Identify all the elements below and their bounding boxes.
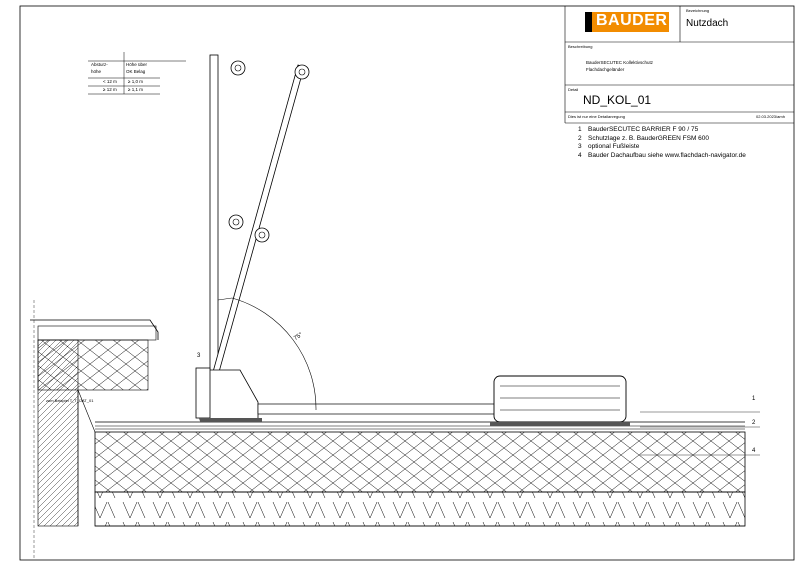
reference-note: zum Beispiel T_T_ÜAT_01 [46, 398, 94, 403]
callout-3: 3 [197, 353, 201, 359]
angle-arc [231, 297, 317, 411]
detail-field-label: Detail [568, 87, 579, 92]
callout-4: 4 [752, 448, 756, 454]
description-line-1: BauderSECUTEC Kollektivschutz [586, 60, 654, 65]
spec-header-right-1: Höhe über [126, 62, 148, 67]
project-field-label: Bezeichnung [686, 8, 710, 13]
spec-row-2-b: ≥ 1,1 m [128, 87, 143, 92]
roof-buildup [94, 421, 746, 527]
spec-row-2-a: ≥ 12 m [103, 87, 117, 92]
detail-id: ND_KOL_01 [583, 93, 652, 107]
spec-row-1-b: ≥ 1,0 m [128, 79, 143, 84]
spec-header-right-2: OK Belag [126, 69, 146, 74]
title-block [564, 6, 794, 124]
callout-1: 1 [752, 396, 756, 402]
project-name: Nutzdach [686, 18, 729, 29]
insulation-layer [94, 431, 746, 493]
railing-folded-post [212, 64, 305, 373]
parapet-wall [30, 300, 159, 560]
sheet-frame [19, 5, 795, 561]
description-line-2: Flachdachgeländer [586, 67, 625, 72]
brand-name: BAUDER [596, 12, 668, 29]
drawing-date: 02.03.2023/amh [756, 114, 785, 119]
railing-barrier [195, 54, 630, 426]
disclaimer: Dies ist nur eine Detailanregung [568, 114, 625, 119]
callout-2: 2 [752, 420, 756, 426]
bauder-logo [585, 12, 669, 32]
drainage-layer [94, 491, 746, 527]
spec-row-1-a: < 12 m [103, 79, 117, 84]
counterweight [493, 375, 627, 423]
callout-leaders [640, 411, 760, 456]
spec-table-grid [88, 52, 186, 95]
spec-header-left-1: Absturz- [91, 62, 108, 67]
spec-header-left-2: höhe [91, 69, 102, 74]
description-field-label: Beschreibung [568, 44, 593, 49]
railing-post [209, 54, 219, 376]
